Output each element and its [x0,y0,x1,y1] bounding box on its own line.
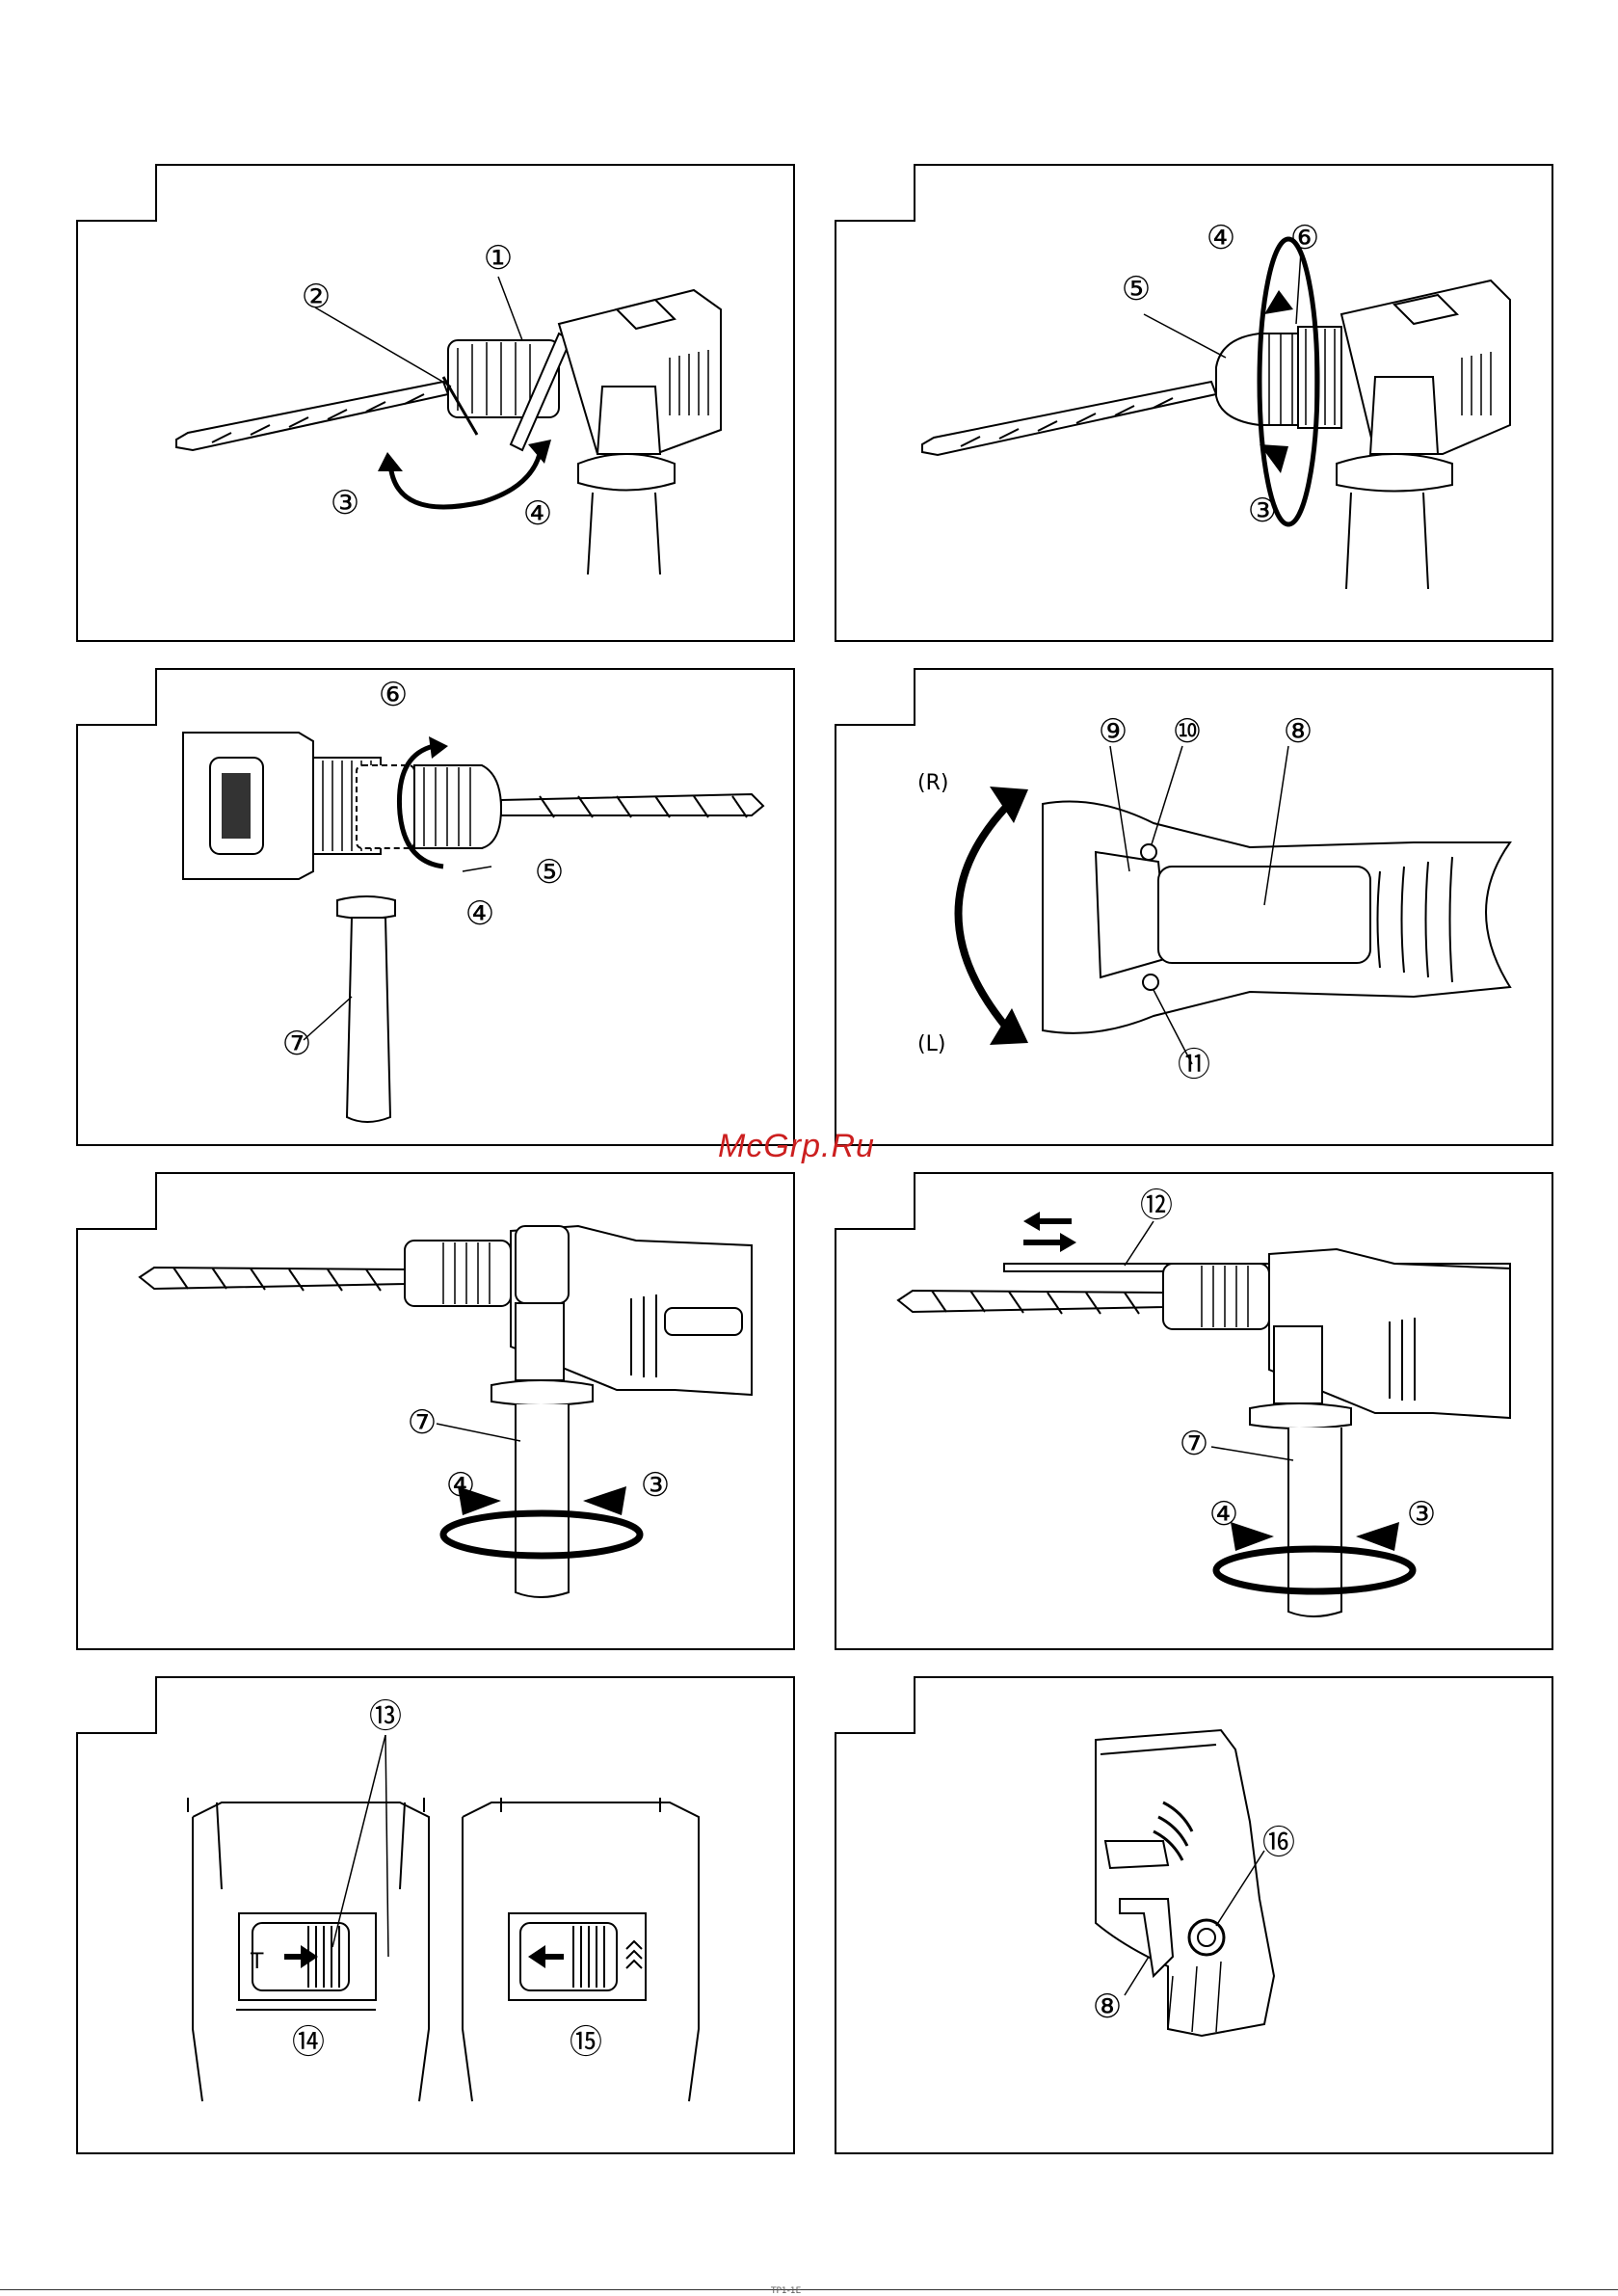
figure-panel-1: ① ② ③ ④ [77,165,795,642]
footer-code: TP1-1E [771,2286,801,2296]
callout-3: ③ [331,484,359,522]
callout-3: ③ [641,1466,670,1505]
depth-gauge-illustration: ⑫ ⑦ ④ ③ [836,1173,1553,1650]
callout-4: ④ [523,494,552,533]
callout-16: ⑯ [1262,1824,1295,1862]
callout-2: ② [302,278,331,316]
callout-4: ④ [1209,1495,1238,1534]
callout-10: ⑩ [1173,712,1202,751]
callout-1: ① [484,239,513,278]
callout-3: ③ [1407,1495,1436,1534]
callout-8: ⑧ [1093,1988,1122,2026]
drill-mode-symbol: T [250,1950,264,1974]
callout-8: ⑧ [1284,712,1313,751]
label-left-rotation: (L) [917,1032,945,1056]
figure-panel-6: ⑫ ⑦ ④ ③ [836,1173,1553,1650]
side-handle-illustration: ⑦ ④ ③ [77,1173,795,1650]
footer-rule [0,2289,1618,2290]
mode-switch-illustration: T ⑬ ⑭ ⑮ [77,1677,795,2154]
callout-4: ④ [1207,219,1235,257]
callout-5: ⑤ [1122,270,1151,308]
callout-4: ④ [446,1466,475,1505]
callout-7: ⑦ [282,1025,311,1063]
figure-panel-5: ⑦ ④ ③ [77,1173,795,1650]
figure-panel-4: (R) (L) ⑨ ⑩ ⑧ ⑪ [836,669,1553,1146]
callout-13: ⑬ [369,1697,402,1736]
drill-chuck-key-illustration: ① ② ③ ④ [77,165,795,642]
label-right-rotation: (R) [917,771,948,795]
callout-7: ⑦ [1180,1425,1208,1463]
callout-3: ③ [1248,492,1277,530]
callout-11: ⑪ [1178,1046,1210,1084]
reversing-switch-illustration: (R) (L) ⑨ ⑩ ⑧ ⑪ [836,669,1553,1146]
lock-button-illustration: ⑯ ⑧ [836,1677,1553,2154]
callout-12: ⑫ [1140,1187,1173,1225]
callout-6: ⑥ [379,676,408,714]
callout-9: ⑨ [1099,712,1127,751]
chuck-removal-illustration: ⑥ ⑤ ④ ⑦ [77,669,795,1146]
callout-6: ⑥ [1290,219,1319,257]
callout-5: ⑤ [535,853,564,892]
figure-panel-8: ⑯ ⑧ [836,1677,1553,2154]
callout-14: ⑭ [292,2023,325,2062]
callout-15: ⑮ [570,2023,602,2062]
figure-panel-3: ⑥ ⑤ ④ ⑦ [77,669,795,1146]
figure-panel-2: ④ ⑥ ⑤ ③ [836,165,1553,642]
figure-panel-7: T ⑬ ⑭ ⑮ [77,1677,795,2154]
callout-7: ⑦ [408,1403,437,1442]
callout-4: ④ [465,894,494,933]
watermark-text: McGrp.Ru [718,1128,875,1165]
keyless-chuck-illustration: ④ ⑥ ⑤ ③ [836,165,1553,642]
